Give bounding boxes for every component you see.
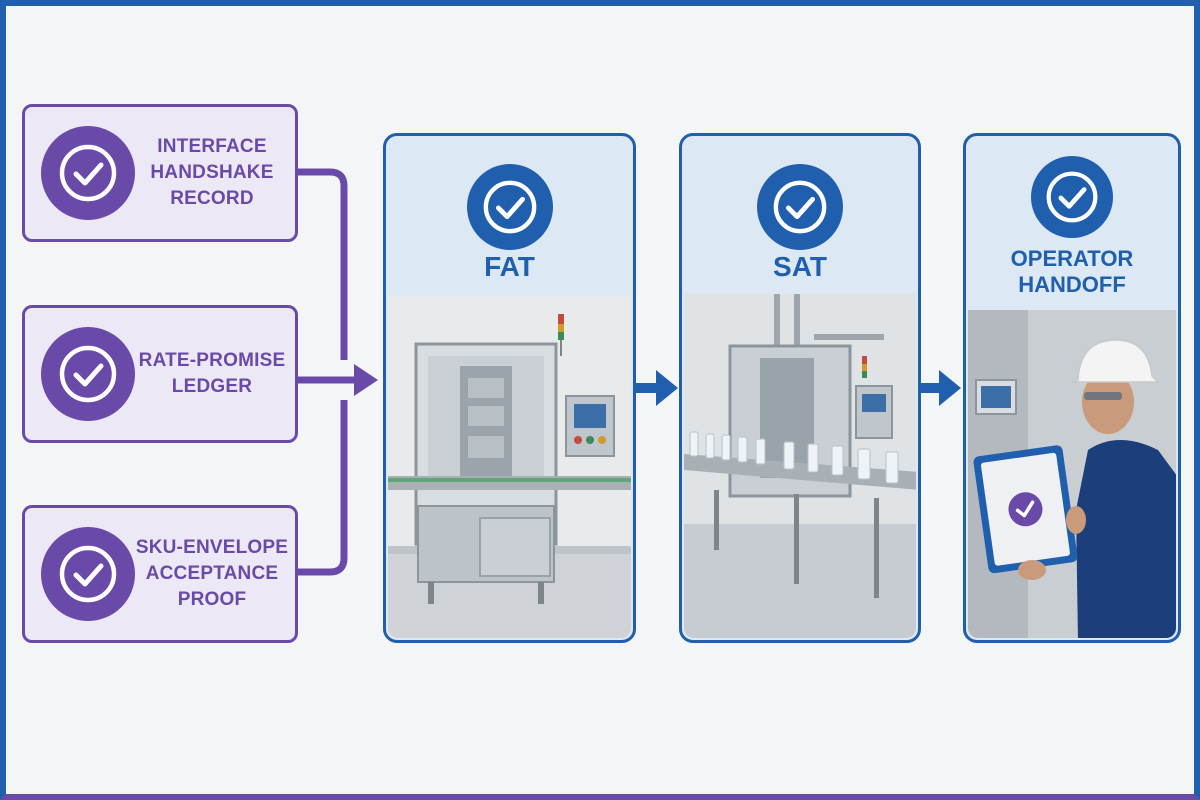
arrow-fat-to-sat	[636, 370, 678, 406]
check-circle-icon	[41, 126, 135, 220]
stage-title: OPERATOR HANDOFF	[1010, 246, 1134, 297]
input-label: SKU-ENVELOPE ACCEPTANCE PROOF	[135, 537, 289, 610]
stage-card-fat: FAT	[383, 133, 636, 643]
input-label: INTERFACE HANDSHAKE RECORD	[150, 136, 274, 209]
check-circle-icon	[757, 164, 843, 250]
check-circle-icon	[41, 527, 135, 621]
bottling-line-photo	[684, 294, 916, 638]
arrow-sat-to-handoff	[921, 370, 961, 406]
connector-line-top	[298, 168, 348, 360]
merge-bracket	[298, 168, 356, 576]
stage-card-operator-handoff: OPERATOR HANDOFF	[963, 133, 1181, 643]
stage-title: SAT	[773, 251, 827, 282]
check-circle-icon	[41, 327, 135, 421]
input-box-sku-envelope: SKU-ENVELOPE ACCEPTANCE PROOF	[22, 505, 298, 643]
arrow-into-fat	[354, 364, 378, 396]
filling-machine-photo	[388, 296, 631, 638]
input-label: RATE-PROMISE LEDGER	[138, 350, 286, 397]
input-box-rate-promise: RATE-PROMISE LEDGER	[22, 305, 298, 443]
stage-title: FAT	[484, 251, 535, 282]
stage-card-sat: SAT	[679, 133, 921, 643]
check-circle-icon	[466, 164, 553, 250]
operator-with-tablet-photo	[968, 310, 1176, 638]
connector-line-bottom	[298, 400, 348, 576]
input-box-interface-handshake: INTERFACE HANDSHAKE RECORD	[22, 104, 298, 242]
check-circle-icon	[1031, 156, 1113, 238]
